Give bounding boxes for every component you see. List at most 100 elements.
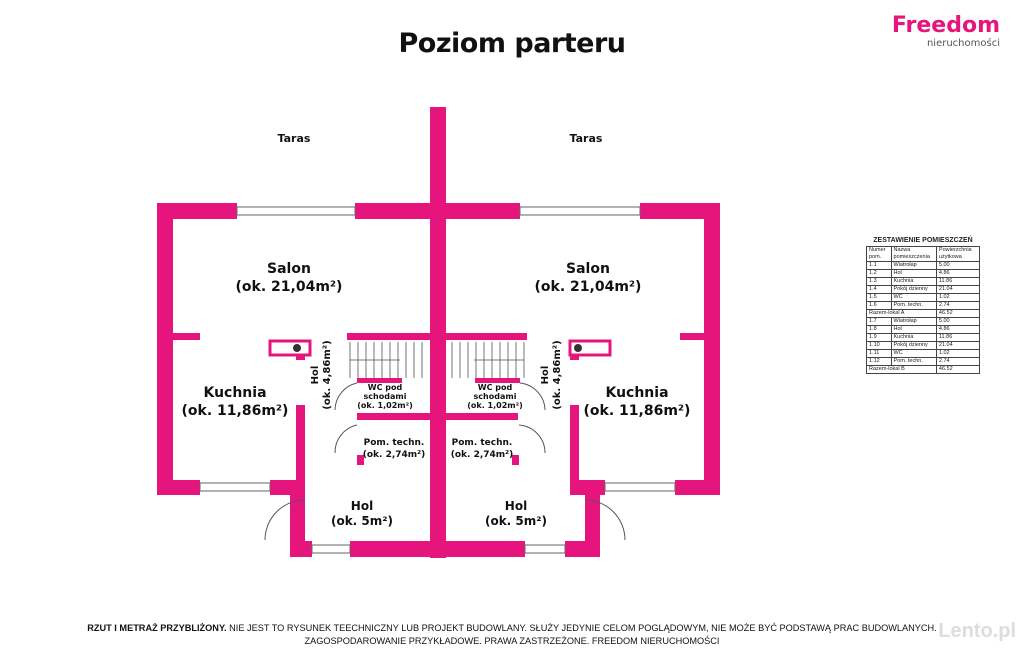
table-cell: Pokój dzienny [890,285,937,294]
table-cell: 2.74 [935,301,981,310]
label-kuchnia: Kuchnia [605,385,668,401]
table-cell: 2.74 [935,357,981,366]
boiler-icon [568,339,612,357]
wall [157,203,237,219]
table-cell: 1.4 [866,285,892,294]
label-wc: schodami [474,392,517,401]
wall [704,203,720,495]
door-swing [264,499,306,541]
page-title: Poziom parteru [398,28,626,59]
window [199,482,271,492]
logo-brand: Freedom [891,13,1000,38]
wall [446,413,518,420]
wall [640,203,720,219]
label-salon-area: (ok. 21,04m²) [236,279,343,295]
wall [446,541,525,557]
door-swing [334,382,358,411]
table-cell: 11.86 [935,277,981,286]
room-schedule-table: ZESTAWIENIE POMIESZCZEŃ Numer pom. Nazwa… [866,237,981,374]
table-cell: Pom. techn. [890,357,937,366]
table-cell: WC [890,293,937,302]
disclaimer-line1: NIE JEST TO RYSUNEK TEECHNICZNY LUB PROJ… [226,623,937,633]
label-pom-techn-area: (ok. 2,74m²) [363,450,425,460]
label-hol: Hol [540,366,551,385]
stairs-right [451,342,525,378]
door-swing [584,499,626,541]
wall [357,413,430,420]
label-salon: Salon [267,261,311,277]
logo-subtitle: nieruchomości [926,38,1000,49]
wall [355,203,430,219]
label-hol: Hol [310,366,321,385]
table-cell: 1.12 [866,357,892,366]
table-cell: Kuchnia [890,277,937,286]
label-hol-entry-area: (ok. 5m²) [331,514,393,528]
table-cell: 5.00 [935,317,981,326]
table-cell: 46.52 [935,309,981,318]
boiler-icon [268,339,312,357]
disclaimer: RZUT I METRAŻ PRZYBLIŻONY. NIE JEST TO R… [0,622,1024,648]
label-salon: Salon [566,261,610,277]
table-cell: WC [890,349,937,358]
wall [357,378,402,383]
wall [446,333,527,340]
table-cell: 1.02 [935,293,981,302]
table-cell: 1.1 [866,261,892,270]
lento-watermark: Lento.pl [938,620,1016,642]
table-cell: 46.52 [935,365,981,374]
wall [512,455,519,465]
label-hol-area: (ok. 4,86m²) [322,340,333,409]
stairs-left [349,342,423,378]
table-cell: 1.3 [866,277,892,286]
label-kuchnia: Kuchnia [203,385,266,401]
walls [157,107,720,558]
door-swing [518,424,546,454]
window [519,206,641,216]
table-cell: Hol [890,269,937,278]
table-header: Powierzchnia użytkowa [935,246,981,262]
wall [565,541,600,557]
label-hol-area: (ok. 4,86m²) [552,340,563,409]
boiler-icon [574,344,582,352]
label-kuchnia-area: (ok. 11,86m²) [182,403,289,419]
wall [157,203,173,495]
table-cell: 1.9 [866,333,892,342]
table-cell: 1.7 [866,317,892,326]
door-swing [519,382,546,411]
window [311,544,351,554]
table-title: ZESTAWIENIE POMIESZCZEŃ [873,237,973,244]
table-cell: Pokój dzienny [890,341,937,350]
wall [157,480,200,495]
table-cell: Pom. techn. [890,301,937,310]
window [236,206,356,216]
table-header: Nazwa pomieszczenia [890,246,937,262]
table-cell: Hol [890,325,937,334]
table-cell: 21.04 [935,285,981,294]
wall [290,541,312,557]
table-cell: 4.86 [935,325,981,334]
wall [350,541,430,557]
table-cell: 1.5 [866,293,892,302]
table-cell: 1.6 [866,301,892,310]
wall [446,203,520,219]
table-cell: 1.02 [935,349,981,358]
stairs [349,342,525,378]
table-cell: Wiatrołap [890,261,937,270]
windows [199,206,676,554]
table-cell: 21.04 [935,341,981,350]
boiler-icon [293,344,301,352]
table-cell: 5.00 [935,261,981,270]
